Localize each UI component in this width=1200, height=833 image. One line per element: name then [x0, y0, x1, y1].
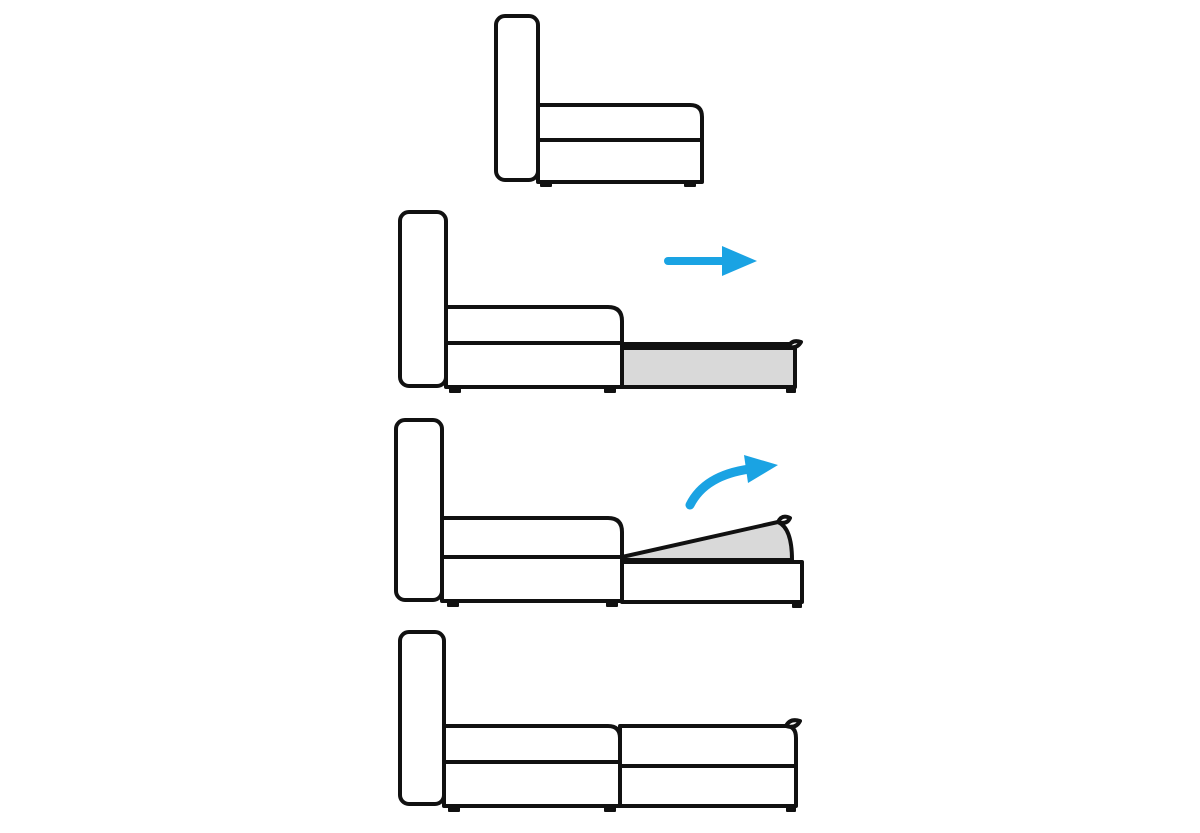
sofa-foot: [604, 385, 616, 393]
extension-pull-strap: [776, 514, 792, 525]
sofa-backrest: [494, 14, 540, 182]
extension-foot: [786, 804, 796, 812]
sofa-seat-cushion: [440, 516, 624, 559]
lifted-cushion: [620, 520, 794, 562]
step-3-lift-cushion: [394, 418, 804, 608]
pull-out-extension: [620, 342, 797, 389]
extension-cushion: [618, 724, 798, 768]
sofa-foot: [449, 385, 461, 393]
sofa-foot: [540, 180, 552, 187]
arrow-curved-up-icon: [685, 455, 778, 510]
sofa-seat-cushion: [444, 305, 624, 345]
sofa-base: [440, 555, 624, 603]
extension-base: [618, 764, 798, 808]
sofa-backrest: [394, 418, 444, 602]
sofa-base: [536, 138, 704, 184]
sofa-foot: [684, 180, 696, 187]
sofa-seat-cushion: [536, 103, 704, 142]
sofa-foot: [606, 599, 618, 607]
extension-pull-strap: [784, 718, 802, 729]
extension-foot: [786, 385, 796, 393]
sofa-base: [444, 341, 624, 389]
extension-foot: [792, 600, 802, 608]
sofa-foot: [447, 599, 459, 607]
step-2-pull-out-extension: [398, 210, 803, 393]
sofa-base: [442, 760, 622, 808]
extension-base: [620, 560, 804, 604]
sofa-seat-cushion: [442, 724, 622, 764]
sofa-backrest: [398, 210, 448, 388]
step-4-sofa-bed-open: [398, 630, 802, 812]
sofa-foot: [448, 804, 460, 812]
step-1-closed-sofa: [494, 14, 704, 187]
arrow-right-icon: [664, 246, 757, 276]
sofa-foot: [604, 804, 616, 812]
extension-pull-strap: [786, 339, 803, 350]
sofa-backrest: [398, 630, 446, 806]
